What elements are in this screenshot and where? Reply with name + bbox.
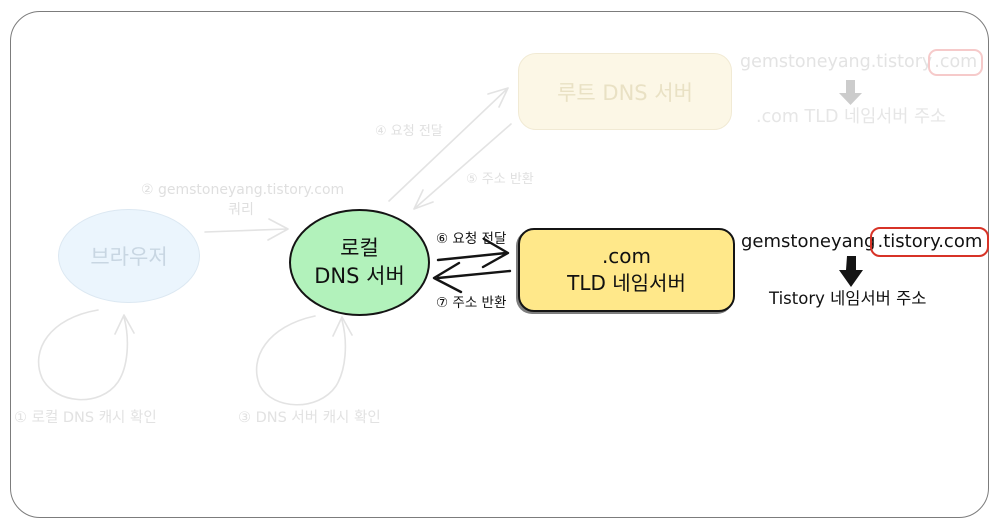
faded-domain-highlight-box: .com — [928, 49, 984, 76]
step5-label: ⑤ 주소 반환 — [466, 172, 534, 187]
active-domain-text: gemstoneyang.tistory.com — [741, 227, 990, 257]
tld-nameserver-label-line1: .com — [601, 244, 652, 268]
step3-label: ③ DNS 서버 캐시 확인 — [238, 410, 381, 426]
step1-label: ① 로컬 DNS 캐시 확인 — [14, 410, 157, 426]
active-domain-prefix: gemstoneyang — [741, 231, 876, 252]
browser-node-label: 브라우저 — [90, 245, 168, 269]
step6-label: ⑥ 요청 전달 — [436, 231, 507, 247]
faded-domain-text: gemstoneyang.tistory.com — [740, 49, 984, 76]
browser-node: 브라우저 — [58, 209, 200, 303]
tld-nameserver-node: .com TLD 네임서버 — [518, 228, 735, 312]
diagram-border-frame — [10, 11, 989, 518]
tld-nameserver-label-line2: TLD 네임서버 — [567, 271, 686, 295]
active-domain-highlight-box: .tistory.com — [870, 227, 990, 257]
step2-query-line1: ② gemstoneyang.tistory.com — [141, 182, 345, 198]
active-result-text: Tistory 네임서버 주소 — [769, 289, 927, 308]
step2-query-label: ② gemstoneyang.tistory.com 쿼리 — [141, 180, 345, 221]
root-dns-node-label: 루트 DNS 서버 — [557, 80, 693, 105]
local-dns-node: 로컬 DNS 서버 — [289, 209, 430, 316]
step7-label: ⑦ 주소 반환 — [436, 295, 507, 311]
local-dns-label-line2: DNS 서버 — [314, 263, 405, 288]
step2-query-line2: 쿼리 — [228, 202, 254, 219]
local-dns-label-line1: 로컬 — [340, 236, 379, 261]
root-dns-node: 루트 DNS 서버 — [518, 53, 732, 130]
step4-label: ④ 요청 전달 — [375, 124, 443, 139]
faded-domain-prefix: gemstoneyang.tistory — [740, 52, 933, 72]
faded-result-text: .com TLD 네임서버 주소 — [756, 107, 947, 127]
